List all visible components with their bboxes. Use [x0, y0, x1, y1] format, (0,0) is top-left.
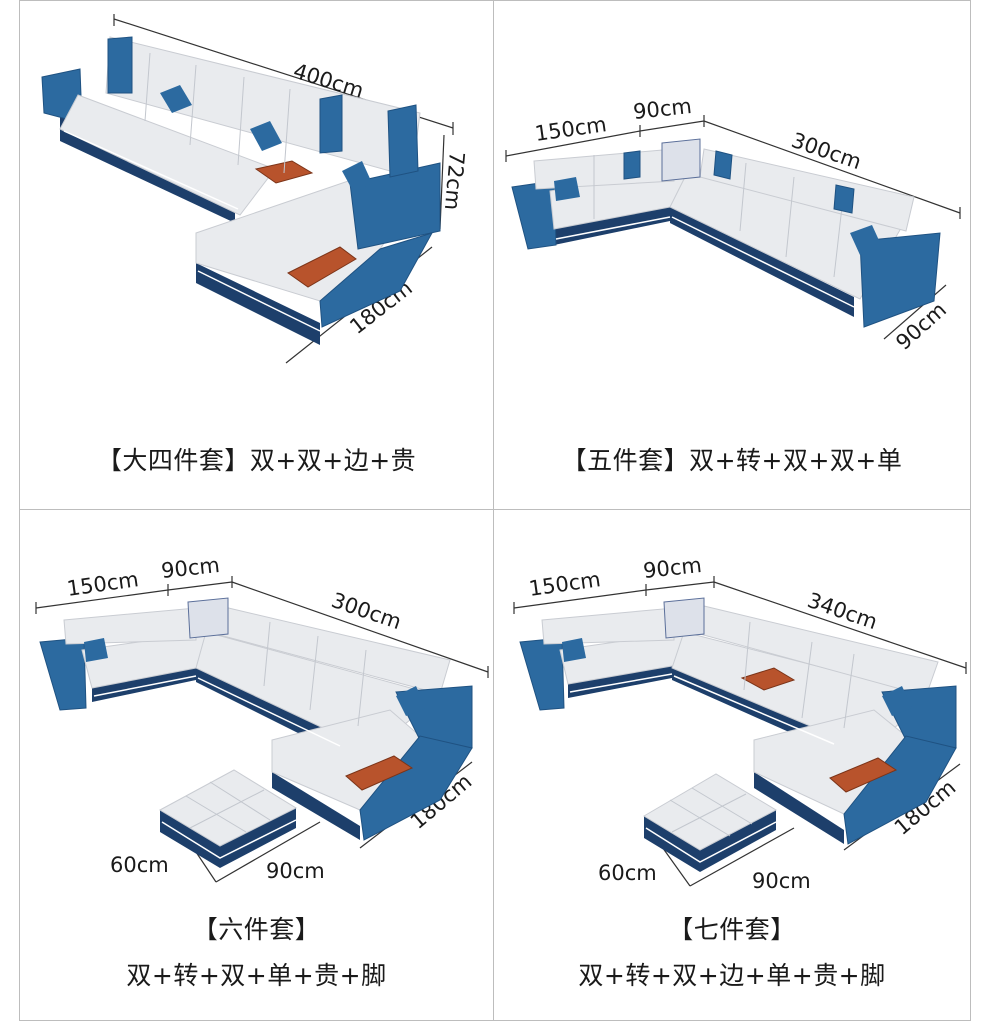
caption-five-piece: 【五件套】双+转+双+双+单: [561, 446, 903, 475]
sofa-image-six-piece: 150cm 90cm 300cm 180cm 60cm 90cm: [35, 553, 489, 883]
dim-corner-length: 90cm: [632, 94, 693, 124]
panel-five-piece: 150cm 90cm 300cm 90cm 【五件套】: [493, 0, 971, 510]
dim-ottoman-width: 90cm: [266, 859, 325, 883]
panel-four-piece-large: 400cm 72cm 180cm: [19, 0, 494, 510]
sofa-image-seven-piece: 150cm 90cm 340cm 180cm 60cm 90cm: [513, 553, 967, 893]
caption-seven-piece-title: 【七件套】: [668, 915, 796, 944]
caption-six-piece-items: 双+转+双+单+贵+脚: [126, 961, 387, 990]
sofa-four-piece: [41, 36, 441, 345]
dim-ottoman-depth: 60cm: [110, 853, 169, 877]
dim-right-length: 340cm: [804, 588, 880, 634]
sofa-image-five-piece: 150cm 90cm 300cm 90cm: [505, 94, 961, 355]
dim-ottoman-depth: 60cm: [598, 861, 657, 885]
dim-height-label: 72cm: [440, 151, 469, 212]
sofa-image-four-piece: 400cm 72cm 180cm: [41, 14, 469, 364]
sofa-seven-piece: [519, 597, 957, 872]
dim-corner-length: 90cm: [160, 553, 221, 583]
dim-corner-length: 90cm: [642, 553, 703, 583]
dim-right-length: 300cm: [788, 128, 864, 174]
caption-six-piece-title: 【六件套】: [192, 915, 321, 944]
sofa-six-piece: [39, 597, 473, 868]
sofa-five-piece: [511, 138, 941, 328]
panel-six-piece: 150cm 90cm 300cm 180cm 60cm 90cm: [19, 509, 494, 1021]
dim-ottoman-width: 90cm: [752, 869, 811, 893]
caption-seven-piece-items: 双+转+双+边+单+贵+脚: [578, 961, 886, 990]
dim-left-length: 150cm: [533, 112, 608, 146]
panel-seven-piece: 150cm 90cm 340cm 180cm 60cm 90cm: [493, 509, 971, 1021]
caption-four-piece: 【大四件套】双+双+边+贵: [96, 446, 417, 475]
dim-left-length: 150cm: [527, 567, 602, 601]
dim-right-length: 300cm: [328, 588, 404, 634]
